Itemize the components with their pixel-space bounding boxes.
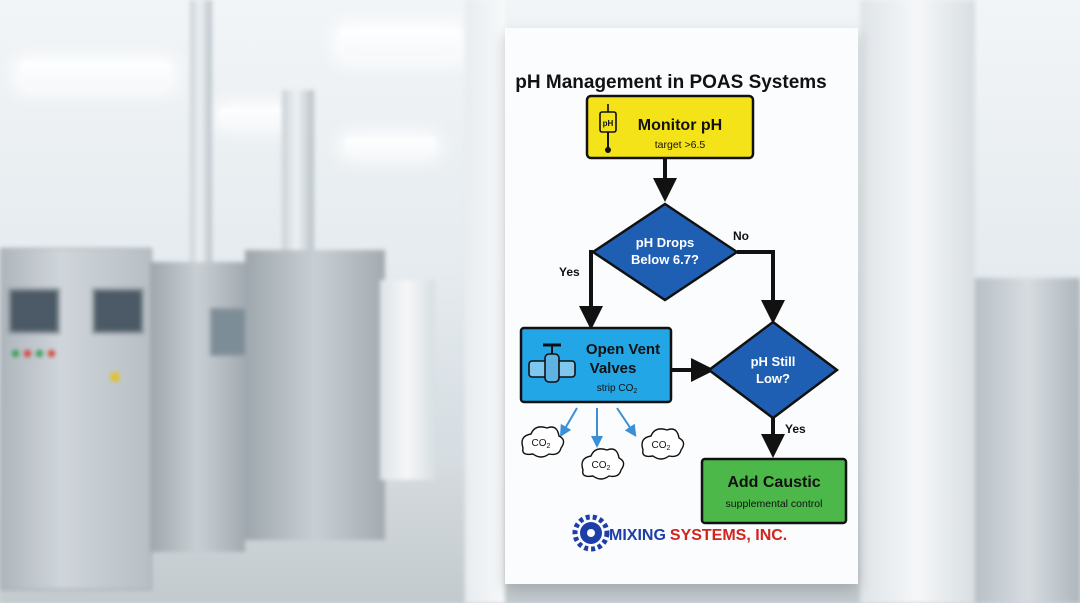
cabinet-screen	[92, 288, 144, 334]
vent-line2: Valves	[590, 360, 637, 377]
svg-text:CO2: CO2	[592, 460, 611, 472]
indicator-light	[110, 372, 120, 382]
open-vent-box: Open Vent Valves strip CO2	[519, 326, 673, 404]
gear-logo-icon	[572, 514, 610, 552]
ceiling-light	[220, 108, 290, 124]
right-equipment	[975, 278, 1080, 603]
svg-text:CO2: CO2	[652, 440, 671, 452]
ceiling-light	[345, 138, 435, 154]
process-machine	[150, 262, 245, 552]
caustic-subtitle: supplemental control	[726, 498, 823, 510]
poster-title: pH Management in POAS Systems	[515, 72, 826, 93]
monitor-title: Monitor pH	[638, 117, 722, 134]
cabinet-screen	[8, 288, 60, 334]
ph-icon-label: pH	[603, 119, 614, 128]
no-label: No	[733, 229, 749, 243]
decision1-line1: pH Drops	[636, 235, 695, 250]
add-caustic-box: Add Caustic supplemental control	[700, 457, 848, 525]
indicator-light	[12, 350, 19, 357]
ceiling-light	[340, 28, 460, 58]
indicator-light	[36, 350, 43, 357]
indicator-light	[24, 350, 31, 357]
wall-panel	[465, 0, 505, 603]
ceiling-light	[20, 62, 170, 88]
valve-icon	[528, 343, 576, 383]
flowchart-svg: pH Management in POAS Systems pH Monitor…	[515, 72, 848, 552]
monitor-subtitle: target >6.5	[655, 139, 706, 151]
monitor-ph-box: pH Monitor pH target >6.5	[585, 94, 755, 160]
co2-cloud: CO2	[581, 448, 625, 480]
yes-label-2: Yes	[785, 422, 806, 436]
co2-cloud: CO2	[521, 426, 565, 458]
vent-line1: Open Vent	[586, 341, 660, 358]
indicator-light	[48, 350, 55, 357]
flowchart-poster: pH Management in POAS Systems pH Monitor…	[505, 28, 858, 584]
decision1-line2: Below 6.7?	[631, 252, 699, 267]
co2-cloud: CO2	[641, 428, 685, 460]
yes-label: Yes	[559, 265, 580, 279]
vent-subtitle: strip CO2	[597, 383, 638, 395]
decision2-line2: Low?	[756, 371, 790, 386]
decision2-line1: pH Still	[751, 354, 796, 369]
svg-text:CO2: CO2	[532, 438, 551, 450]
pipe	[190, 0, 212, 270]
ph-probe-icon: pH	[599, 104, 617, 153]
wall-column	[860, 0, 975, 603]
decision-ph-still-low: pH Still Low?	[706, 320, 840, 420]
equipment-column	[380, 280, 435, 480]
decision-ph-drops: pH Drops Below 6.7?	[590, 202, 740, 302]
process-machine	[245, 250, 385, 540]
caustic-title: Add Caustic	[727, 474, 820, 491]
